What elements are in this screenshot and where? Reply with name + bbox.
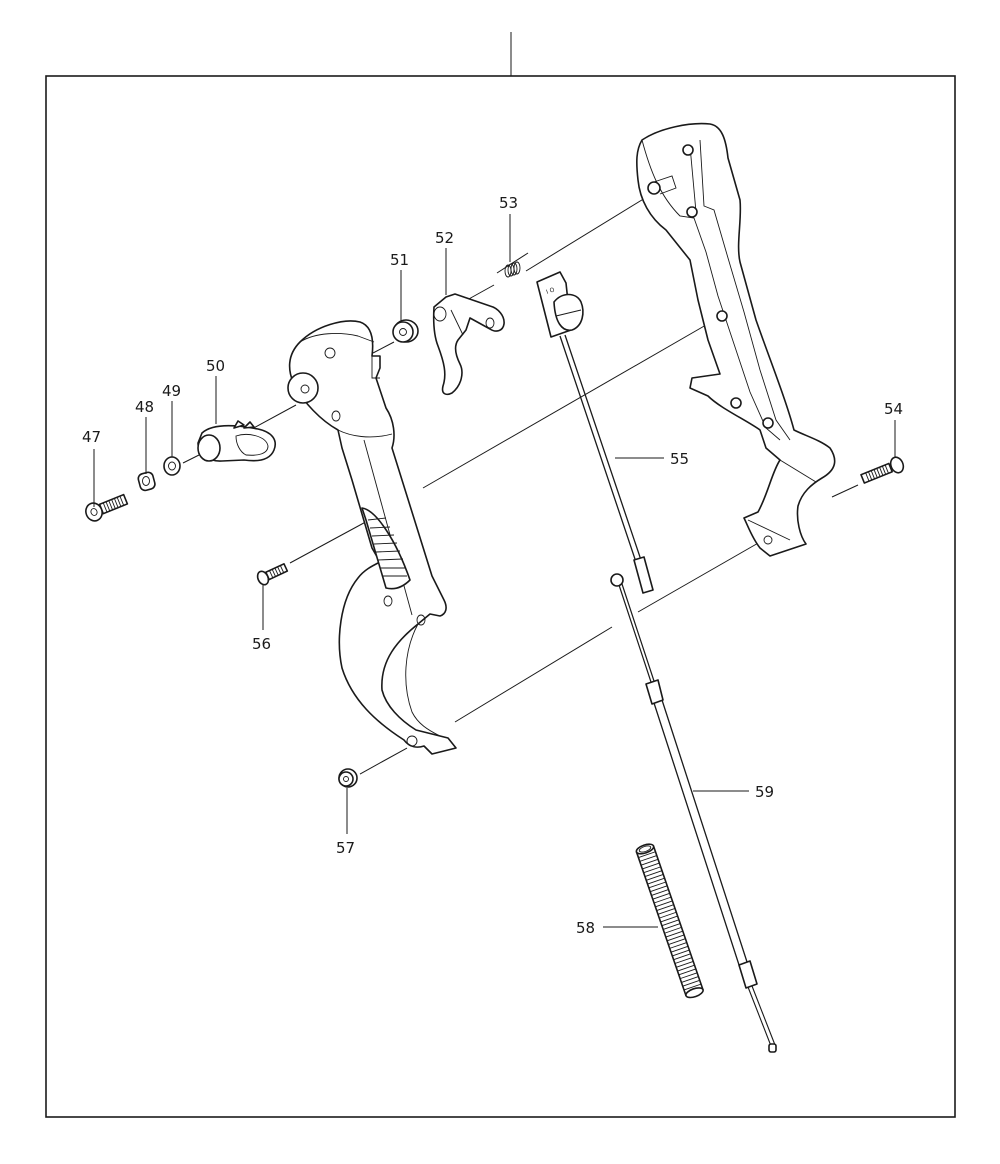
svg-text:I O: I O: [545, 286, 556, 296]
assembly-lines: [182, 194, 859, 775]
left-handle-half[interactable]: [287, 320, 457, 755]
part-47-bolt[interactable]: [83, 491, 129, 523]
part-53-spring[interactable]: [496, 252, 529, 278]
part-51-grommet[interactable]: [392, 319, 419, 343]
part-50-grip-cap[interactable]: [197, 420, 276, 462]
callout-54: 54: [884, 400, 903, 418]
part-48-washer[interactable]: [137, 471, 156, 492]
callout-47: 47: [82, 428, 101, 446]
part-56-screw[interactable]: [256, 561, 289, 586]
part-55-stop-switch[interactable]: I O: [536, 271, 654, 594]
callout-leaders: [93, 214, 896, 928]
callout-55: 55: [670, 450, 689, 468]
callout-56: 56: [252, 635, 271, 653]
callout-53: 53: [499, 194, 518, 212]
right-handle-half[interactable]: [636, 122, 836, 557]
part-57-nut[interactable]: [338, 768, 358, 788]
part-59-throttle-cable[interactable]: [610, 573, 777, 1053]
callout-58: 58: [576, 919, 595, 937]
part-49-washer[interactable]: [163, 456, 181, 476]
callout-57: 57: [336, 839, 355, 857]
callout-50: 50: [206, 357, 225, 375]
callout-51: 51: [390, 251, 409, 269]
callout-48: 48: [135, 398, 154, 416]
callout-labels: 47 48 49 50 51 52 53 54 55 56 57 58 59: [82, 194, 903, 937]
part-52-throttle-trigger[interactable]: [432, 293, 505, 396]
callout-59: 59: [755, 783, 774, 801]
diagram-frame: [45, 75, 956, 1118]
callout-49: 49: [162, 382, 181, 400]
callout-52: 52: [435, 229, 454, 247]
part-54-screw[interactable]: [860, 455, 906, 486]
part-58-corrugated-tube[interactable]: [635, 842, 704, 999]
